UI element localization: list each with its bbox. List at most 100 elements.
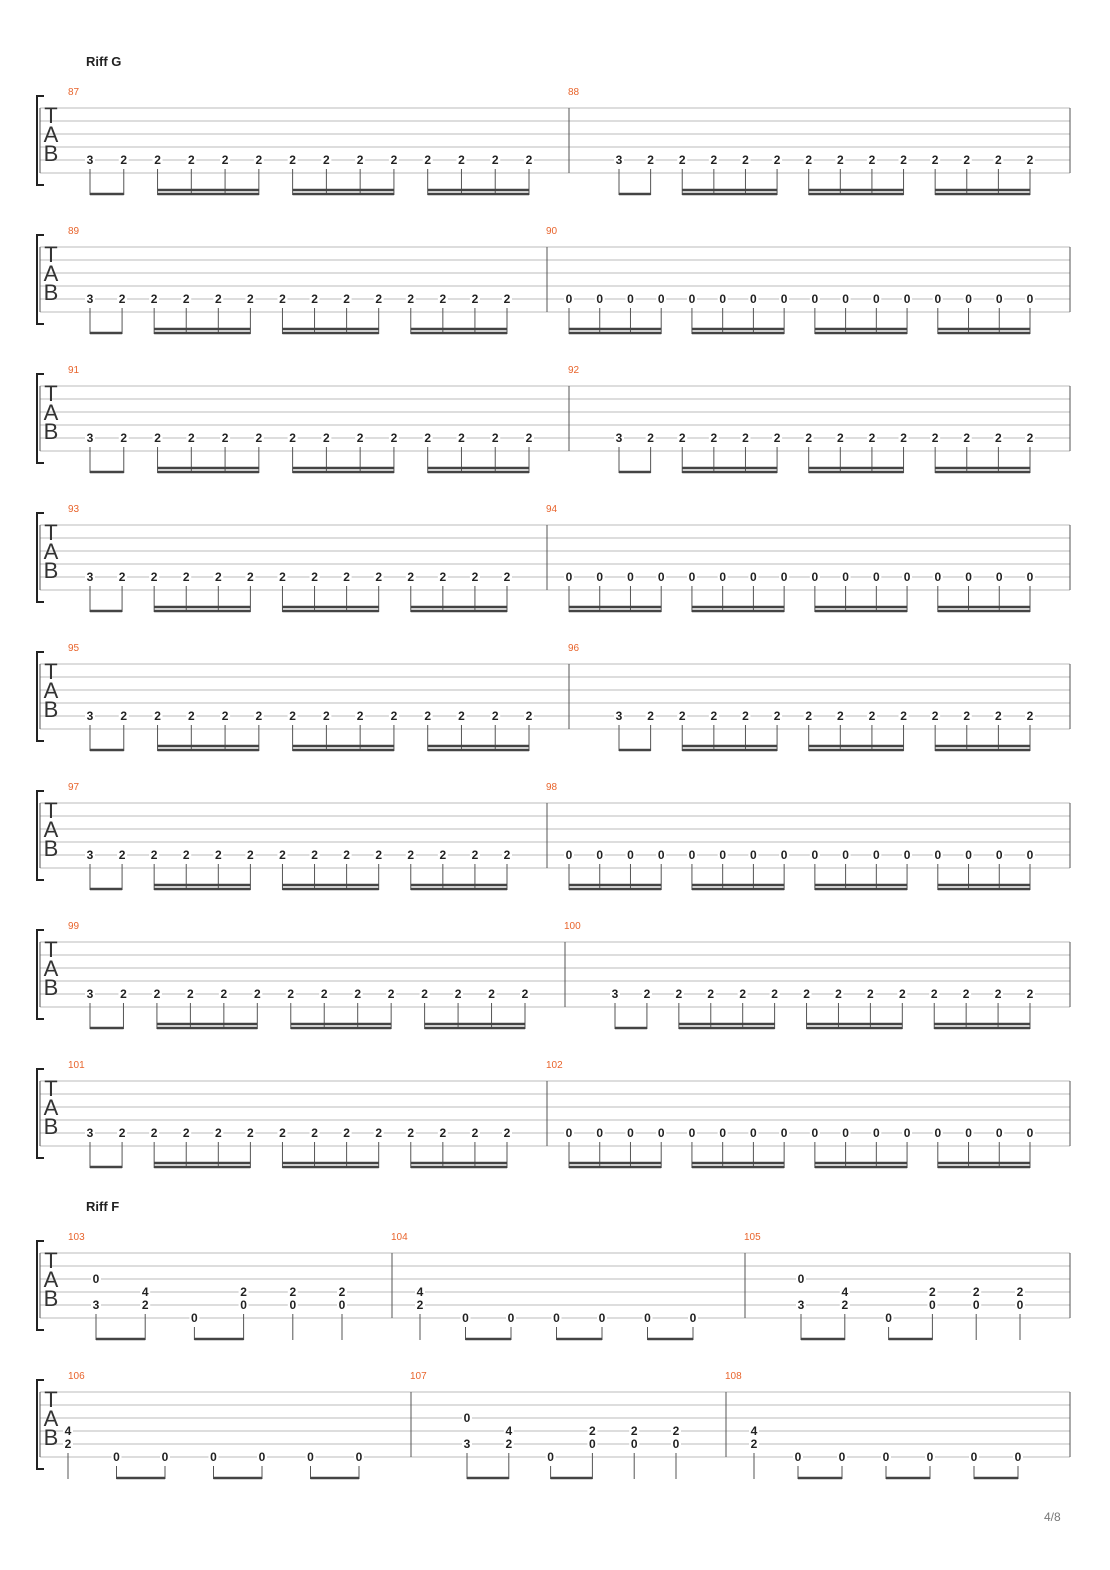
tab-clef-letter: A: [44, 1267, 59, 1292]
fret-bg: [656, 849, 667, 861]
fret-bg: [708, 432, 719, 444]
fret-bg: [245, 293, 256, 305]
fret-bg: [1025, 988, 1035, 1000]
fret-number: 0: [658, 1126, 665, 1140]
fret-bg: [118, 432, 129, 444]
fret-number: 2: [222, 431, 229, 445]
fret-number: 3: [87, 848, 94, 862]
tab-clef-letter: T: [44, 798, 57, 823]
fret-number: 2: [311, 848, 318, 862]
fret-number: 2: [869, 431, 876, 445]
fret-number: 0: [658, 848, 665, 862]
fret-bg: [388, 154, 399, 166]
fret-number: 2: [357, 153, 364, 167]
fret-number: 2: [142, 1298, 149, 1312]
fret-bg: [341, 1127, 352, 1139]
fret-bg: [961, 432, 972, 444]
fret-number: 2: [421, 987, 428, 1001]
fret-bg: [688, 1312, 698, 1324]
fret-bg: [111, 1451, 122, 1463]
fret-number: 2: [458, 431, 465, 445]
fret-number: 0: [973, 1298, 980, 1312]
fret-bg: [524, 432, 534, 444]
fret-bg: [238, 1299, 249, 1311]
fret-bg: [386, 988, 397, 1000]
fret-number: 2: [321, 987, 328, 1001]
fret-number: 3: [616, 153, 623, 167]
fret-number: 2: [154, 709, 161, 723]
fret-bg: [502, 1127, 512, 1139]
fret-bg: [677, 154, 688, 166]
fret-bg: [587, 1438, 598, 1450]
fret-number: 2: [973, 1285, 980, 1299]
fret-bg: [341, 571, 352, 583]
fret-number: 2: [841, 1298, 848, 1312]
tab-clef-letter: T: [44, 1387, 57, 1412]
fret-number: 2: [458, 153, 465, 167]
fret-number: 0: [873, 1126, 880, 1140]
fret-number: 2: [119, 570, 126, 584]
measure-number: 102: [546, 1060, 563, 1071]
fret-bg: [625, 571, 636, 583]
fret-number: 0: [627, 292, 634, 306]
measure-number: 87: [68, 87, 80, 98]
measure-number: 99: [68, 921, 80, 932]
fret-number: 0: [240, 1298, 247, 1312]
fret-bg: [373, 1127, 384, 1139]
fret-bg: [502, 571, 512, 583]
fret-bg: [321, 710, 332, 722]
fret-number: 4: [142, 1285, 149, 1299]
fret-bg: [545, 1451, 556, 1463]
fret-bg: [486, 988, 497, 1000]
fret-bg: [902, 849, 913, 861]
fret-number: 2: [119, 848, 126, 862]
fret-number: 2: [472, 1126, 479, 1140]
fret-number: 0: [599, 1311, 606, 1325]
fret-bg: [91, 1273, 101, 1285]
fret-number: 2: [65, 1437, 72, 1451]
fret-bg: [803, 710, 814, 722]
fret-bg: [502, 849, 512, 861]
fret-number: 0: [750, 1126, 757, 1140]
fret-number: 0: [689, 292, 696, 306]
fret-bg: [594, 849, 605, 861]
tab-clef-letter: B: [44, 975, 59, 1000]
fret-number: 0: [589, 1437, 596, 1451]
fret-bg: [971, 1299, 982, 1311]
fret-bg: [160, 1451, 170, 1463]
fret-number: 0: [750, 848, 757, 862]
fret-bg: [902, 293, 913, 305]
fret-bg: [118, 710, 129, 722]
fret-bg: [925, 1451, 935, 1463]
fret-number: 2: [932, 709, 939, 723]
fret-bg: [902, 1127, 913, 1139]
tab-clef-letter: T: [44, 520, 57, 545]
fret-bg: [779, 571, 790, 583]
fret-bg: [469, 571, 480, 583]
fret-bg: [772, 710, 783, 722]
tab-clef-letter: A: [44, 956, 59, 981]
fret-bg: [117, 1127, 128, 1139]
system-bracket: [36, 234, 44, 325]
fret-bg: [1013, 1451, 1023, 1463]
fret-number: 0: [996, 292, 1003, 306]
fret-bg: [927, 1286, 938, 1298]
fret-bg: [898, 154, 909, 166]
fret-number: 2: [899, 987, 906, 1001]
fret-number: 3: [87, 987, 94, 1001]
fret-number: 2: [357, 431, 364, 445]
fret-bg: [748, 849, 759, 861]
fret-bg: [422, 710, 433, 722]
tab-clef-letter: T: [44, 103, 57, 128]
fret-number: 2: [803, 987, 810, 1001]
fret-bg: [564, 571, 574, 583]
fret-bg: [645, 154, 656, 166]
fret-number: 2: [472, 570, 479, 584]
fret-bg: [961, 988, 972, 1000]
system-bracket: [36, 1379, 44, 1470]
fret-number: 2: [151, 292, 158, 306]
tab-clef-letter: B: [44, 1286, 59, 1311]
fret-bg: [801, 988, 812, 1000]
fret-number: 0: [873, 848, 880, 862]
